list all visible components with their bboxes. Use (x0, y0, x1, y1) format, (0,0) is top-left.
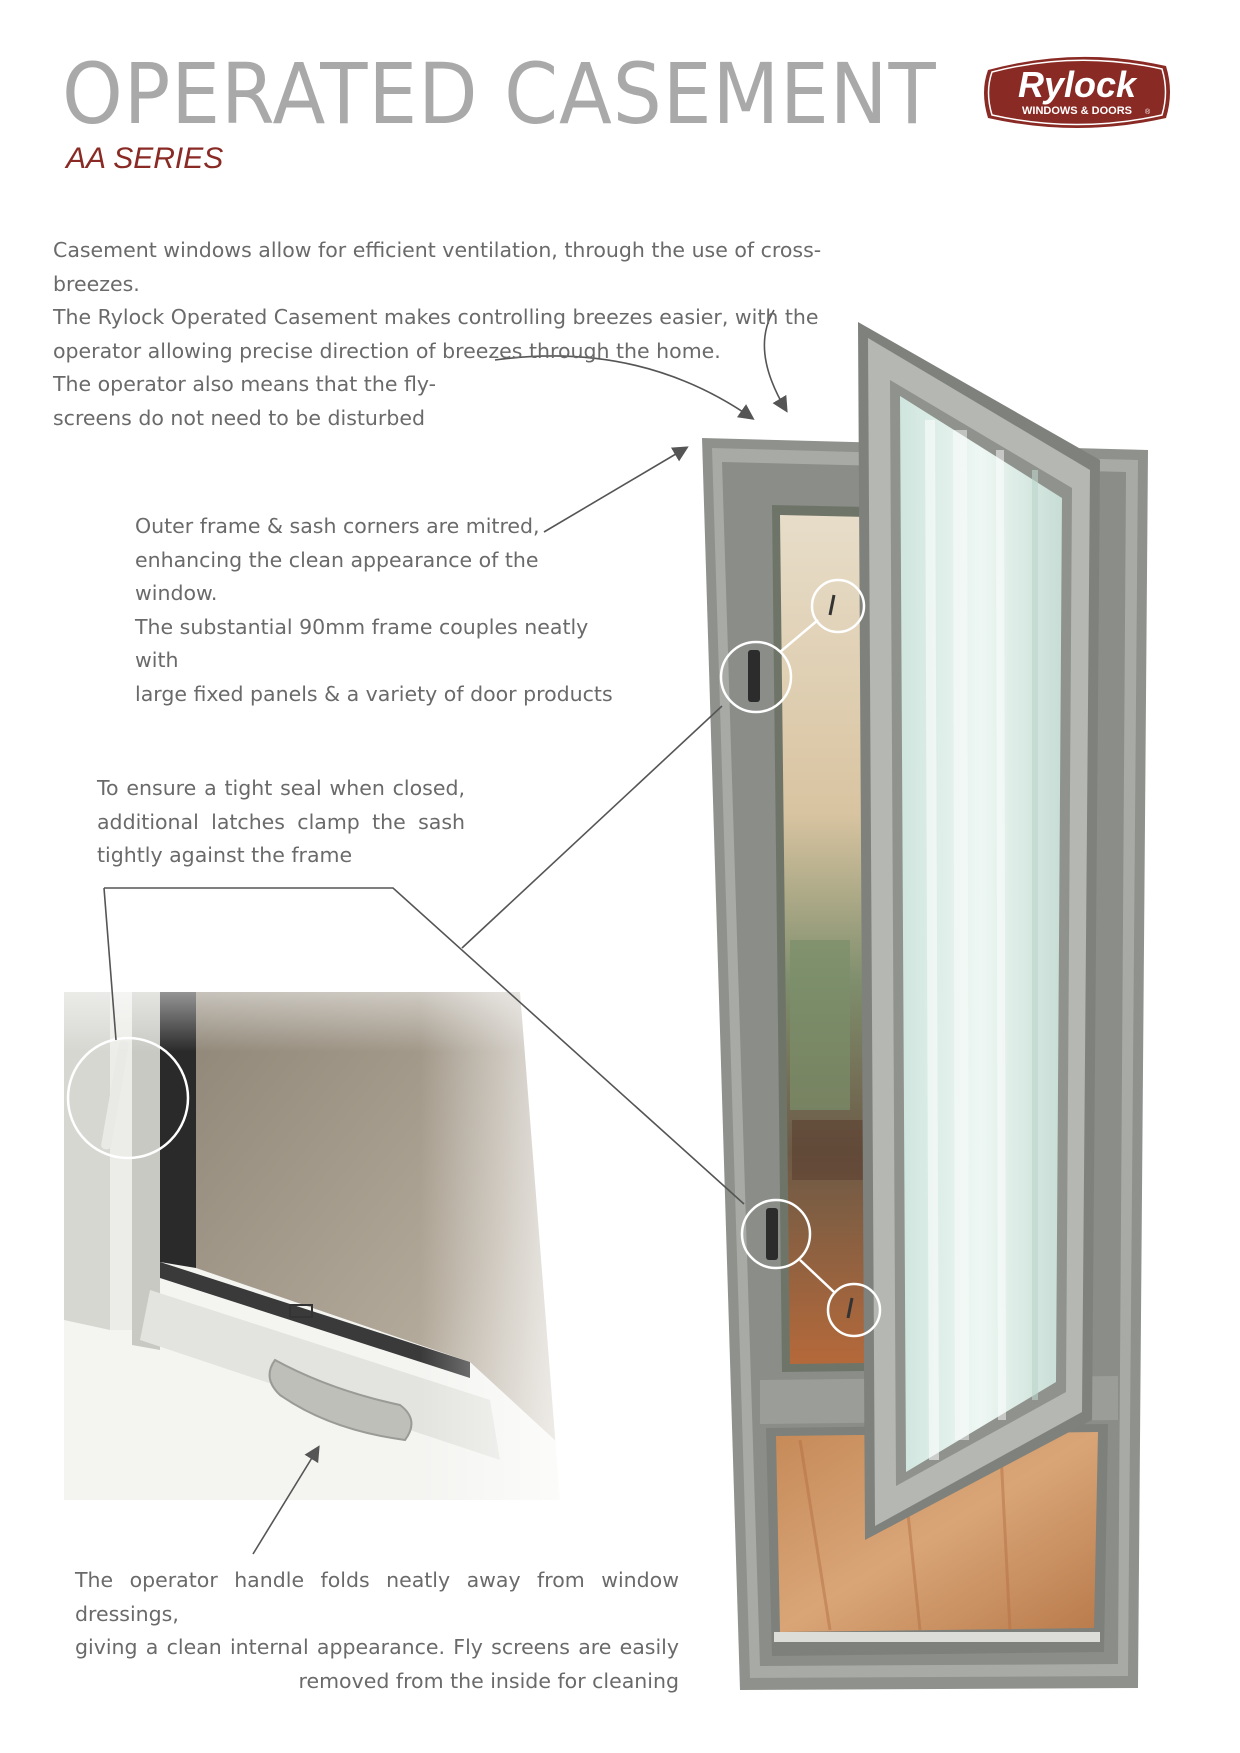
handle-callout-line: The operator handle folds neatly away fr… (75, 1568, 679, 1626)
rylock-logo: Rylock WINDOWS & DOORS ® (984, 56, 1170, 128)
latches-callout: To ensure a tight seal when closed, addi… (97, 772, 465, 873)
latches-callout-line: To ensure a tight seal when closed, (97, 776, 465, 800)
logo-registered: ® (1145, 108, 1151, 116)
lower-latch-circle (740, 1198, 812, 1270)
upper-latch-circle (719, 640, 793, 714)
handle-callout: The operator handle folds neatly away fr… (75, 1564, 679, 1698)
page-title: OPERATED CASEMENT (62, 45, 937, 143)
frame-callout: Outer frame & sash corners are mitred, e… (135, 510, 615, 711)
lower-hook-circle (826, 1282, 882, 1338)
upper-latch (748, 650, 760, 702)
latches-callout-line: additional latches clamp the sash (97, 809, 465, 834)
handle-detail-inset (64, 992, 620, 1500)
window-open-sash (858, 322, 1100, 1540)
inset-latch-circle (66, 1036, 190, 1160)
intro-line: Casement windows allow for efficient ven… (53, 238, 822, 296)
frame-callout-line: large fixed panels & a variety of door p… (135, 681, 613, 706)
latches-callout-line: tightly against the frame (97, 843, 353, 867)
intro-line: The Rylock Operated Casement makes contr… (53, 305, 819, 329)
logo-tagline: WINDOWS & DOORS (1022, 105, 1132, 117)
intro-line: screens do not need to be disturbed (53, 405, 425, 430)
page-subtitle: AA SERIES (66, 142, 224, 175)
upper-hook-circle (810, 578, 866, 634)
handle-callout-line: giving a clean internal appearance. Fly … (75, 1635, 679, 1659)
intro-line: operator allowing precise direction of b… (53, 338, 721, 363)
logo-brand: Rylock (1018, 64, 1138, 105)
handle-callout-line: removed from the inside for cleaning (298, 1668, 679, 1693)
frame-callout-line: The substantial 90mm frame couples neatl… (135, 614, 589, 673)
frame-callout-line: enhancing the clean appearance of the wi… (135, 547, 539, 606)
intro-line: The operator also means that the fly- (53, 372, 437, 396)
lower-latch (766, 1208, 778, 1260)
intro-paragraph: Casement windows allow for efficient ven… (53, 234, 873, 435)
frame-callout-line: Outer frame & sash corners are mitred, (135, 514, 540, 538)
